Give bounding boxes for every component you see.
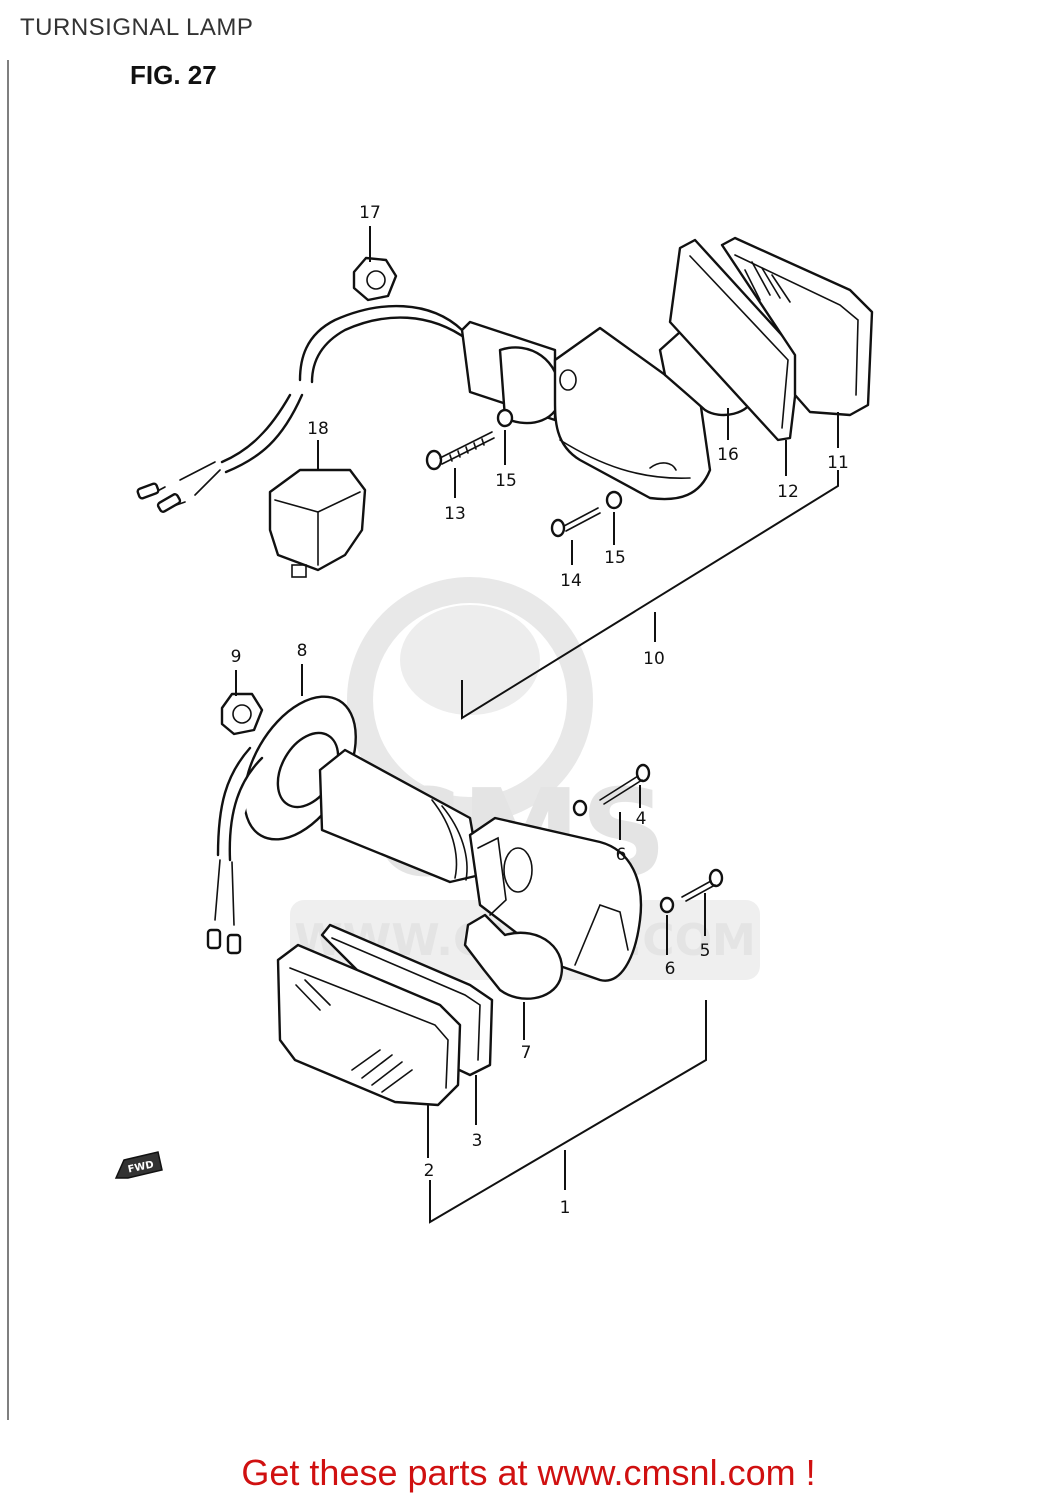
callout-18: 18 bbox=[307, 419, 329, 439]
callout-3: 3 bbox=[472, 1131, 483, 1151]
part-5-screw bbox=[681, 868, 724, 936]
callout-12: 12 bbox=[777, 482, 799, 502]
fwd-label: FWD bbox=[127, 1159, 155, 1175]
page-title: TURNSIGNAL LAMP bbox=[20, 14, 254, 41]
part-18-relay bbox=[268, 440, 367, 578]
callout-11: 11 bbox=[827, 453, 849, 473]
callout-9: 9 bbox=[231, 647, 242, 667]
callout-13: 13 bbox=[444, 504, 466, 524]
figure-number: FIG. 27 bbox=[130, 60, 217, 90]
part-10-rear-turnsignal-housing bbox=[460, 320, 712, 501]
part-4-screw bbox=[599, 763, 651, 808]
part-2-lens bbox=[276, 943, 462, 1158]
callout-16: 16 bbox=[717, 445, 739, 465]
callout-14: 14 bbox=[560, 571, 582, 591]
callout-5: 5 bbox=[700, 941, 711, 961]
part-14-screw bbox=[550, 507, 601, 565]
callout-15-lower: 15 bbox=[604, 548, 626, 568]
watermark-ring bbox=[347, 577, 593, 823]
callout-1: 1 bbox=[560, 1198, 571, 1218]
part-10-wire bbox=[136, 304, 470, 513]
callout-6-lower: 6 bbox=[665, 959, 676, 979]
part-15-washer-upper bbox=[496, 408, 514, 465]
leader-bracket-1 bbox=[429, 1000, 707, 1224]
part-15-washer-lower bbox=[605, 490, 623, 545]
part-9-nut bbox=[220, 670, 264, 736]
part-13-screw bbox=[425, 431, 495, 498]
forward-direction-arrow: FWD bbox=[114, 1151, 163, 1179]
callout-2: 2 bbox=[424, 1161, 435, 1181]
leader-bracket-10 bbox=[461, 470, 839, 720]
callout-4: 4 bbox=[636, 809, 647, 829]
get-parts-link[interactable]: Get these parts at www.cmsnl.com ! bbox=[241, 1452, 816, 1493]
part-1-wire bbox=[206, 746, 264, 955]
part-7-bulb bbox=[463, 913, 563, 1040]
part-11-lens bbox=[720, 236, 874, 448]
callout-6-upper: 6 bbox=[616, 845, 627, 865]
callout-15-upper: 15 bbox=[495, 471, 517, 491]
part-17-nut bbox=[352, 226, 398, 302]
callout-8: 8 bbox=[297, 641, 308, 661]
callout-17: 17 bbox=[359, 203, 381, 223]
callout-7: 7 bbox=[521, 1043, 532, 1063]
callout-10: 10 bbox=[643, 649, 665, 669]
part-6-washer-lower bbox=[659, 896, 675, 955]
part-1-front-turnsignal-body bbox=[318, 748, 643, 982]
part-6-washer-upper bbox=[572, 799, 621, 840]
part-12-gasket bbox=[668, 238, 802, 476]
watermark-mascot-head bbox=[400, 605, 540, 715]
